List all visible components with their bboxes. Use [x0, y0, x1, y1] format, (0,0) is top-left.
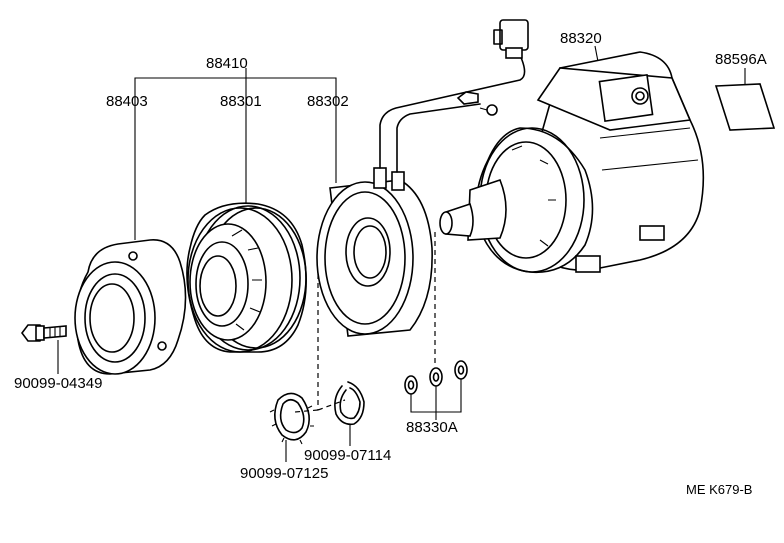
label-90099-07114: 90099-07114	[304, 447, 392, 464]
label-88302: 88302	[307, 93, 349, 110]
leader-lines	[57, 45, 746, 462]
assembly-axis-lines	[294, 232, 436, 413]
label-90099-04349: 90099-04349	[14, 375, 103, 392]
label-88330a: 88330A	[406, 419, 458, 436]
snap-ring-large	[269, 392, 314, 445]
figure-code: ME K679-B	[686, 482, 753, 497]
wiring-harness	[379, 19, 529, 173]
pulley-part	[186, 202, 307, 353]
label-88301: 88301	[220, 93, 262, 110]
label-88596a: 88596A	[715, 51, 767, 68]
field-coil-part	[316, 167, 433, 337]
bolt-part	[21, 324, 67, 342]
compressor-part	[439, 51, 705, 274]
snap-ring-small	[334, 381, 365, 426]
label-88403: 88403	[106, 93, 148, 110]
label-88320: 88320	[560, 30, 602, 47]
pressure-plate-part	[74, 239, 187, 375]
shim-washers	[404, 360, 468, 395]
label-90099-07125: 90099-07125	[240, 465, 329, 482]
label-plate-part	[714, 83, 776, 131]
label-88410: 88410	[206, 55, 248, 72]
